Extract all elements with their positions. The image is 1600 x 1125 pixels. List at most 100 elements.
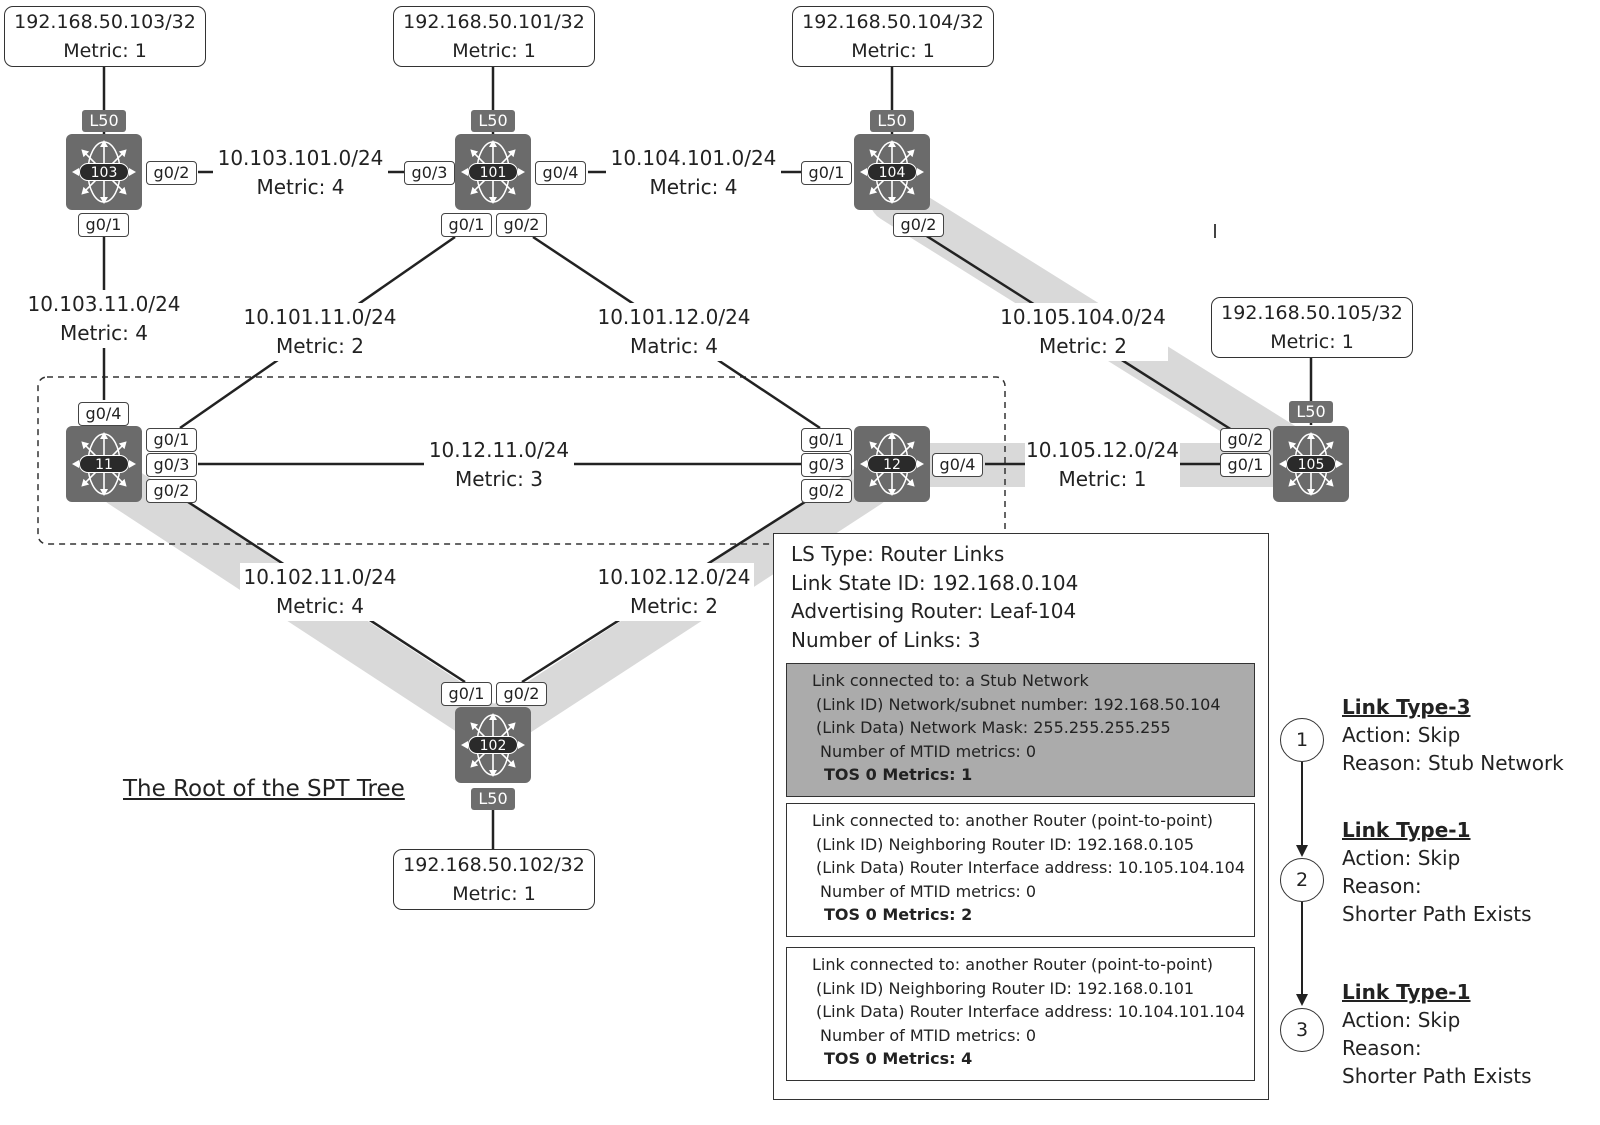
router-101[interactable]: 101 — [455, 134, 531, 210]
step-text-2: Link Type-1 Action: Skip Reason: Shorter… — [1342, 816, 1532, 928]
router-glyph-arrowhead — [906, 149, 915, 158]
link-label-101-11: 10.101.11.0/24 Metric: 2 — [240, 303, 400, 361]
router-id-label: 104 — [867, 163, 917, 181]
router-glyph-arrowhead — [118, 149, 127, 158]
step-line: Reason: — [1342, 1036, 1422, 1060]
router-glyph-arrowhead — [470, 149, 479, 158]
router-glyph-arrowhead — [888, 432, 896, 439]
link-label-104-105: 10.105.104.0/24 Metric: 2 — [998, 303, 1168, 361]
step-line: Reason: — [1342, 874, 1422, 898]
iface-12-g0-1[interactable]: g0/1 — [801, 428, 852, 452]
lsa-advertising-router: Advertising Router: Leaf-104 — [791, 599, 1077, 623]
metric-text: Metric: 2 — [1039, 334, 1127, 358]
router-glyph-arrowhead — [1288, 478, 1297, 487]
router-102[interactable]: 102 — [455, 707, 531, 783]
router-glyph-arrowhead — [81, 478, 90, 487]
network-text: 10.102.12.0/24 — [597, 565, 751, 589]
router-103[interactable]: 103 — [66, 134, 142, 210]
iface-11-g0-3[interactable]: g0/3 — [146, 453, 197, 477]
iface-103-g0-1[interactable]: g0/1 — [78, 213, 129, 237]
router-glyph-arrowhead — [118, 186, 127, 195]
link-label-11-12: 10.12.11.0/24 Metric: 3 — [424, 436, 574, 494]
iface-104-g0-1[interactable]: g0/1 — [801, 161, 852, 185]
loopback-label-104: L50 — [870, 110, 914, 132]
iface-12-g0-4[interactable]: g0/4 — [932, 453, 983, 477]
metric-text: Metric: 4 — [60, 321, 148, 345]
router-glyph-arrowhead — [917, 168, 924, 176]
prefix-metric: Metric: 1 — [452, 40, 536, 62]
router-glyph-arrowhead — [72, 168, 79, 176]
router-glyph-arrowhead — [518, 741, 525, 749]
step-line: Action: Skip — [1342, 723, 1461, 747]
link-id: (Link ID) Network/subnet number: 192.168… — [816, 694, 1221, 714]
iface-12-g0-2[interactable]: g0/2 — [801, 479, 852, 503]
link-label-12-102: 10.102.12.0/24 Metric: 2 — [594, 563, 754, 621]
network-text: 10.12.11.0/24 — [428, 438, 570, 462]
iface-11-g0-4[interactable]: g0/4 — [78, 402, 129, 426]
prefix-metric: Metric: 1 — [1270, 331, 1354, 353]
iface-105-g0-1[interactable]: g0/1 — [1220, 453, 1271, 477]
router-glyph-arrowhead — [1325, 441, 1334, 450]
router-id-label: 103 — [79, 163, 129, 181]
iface-101-g0-4[interactable]: g0/4 — [535, 161, 586, 185]
link-connected: Link connected to: a Stub Network — [812, 671, 1089, 690]
router-glyph-arrowhead — [118, 478, 127, 487]
iface-11-g0-2[interactable]: g0/2 — [146, 479, 197, 503]
prefix-metric: Metric: 1 — [851, 40, 935, 62]
link-label-11-102: 10.102.11.0/24 Metric: 4 — [240, 563, 400, 621]
router-glyph-arrowhead — [470, 759, 479, 768]
iface-101-g0-1[interactable]: g0/1 — [441, 213, 492, 237]
link-label-103-101: 10.103.101.0/24 Metric: 4 — [213, 144, 388, 202]
router-glyph-arrowhead — [1307, 489, 1315, 496]
lsa-link-entry-2: Link connected to: another Router (point… — [786, 803, 1255, 937]
iface-11-g0-1[interactable]: g0/1 — [146, 428, 197, 452]
router-glyph-arrowhead — [507, 759, 516, 768]
link-tos-metric: TOS 0 Metrics: 2 — [824, 905, 973, 924]
router-11[interactable]: 11 — [66, 426, 142, 502]
router-id-label: 12 — [867, 455, 917, 473]
iface-102-g0-2[interactable]: g0/2 — [496, 682, 547, 706]
router-glyph-arrowhead — [118, 441, 127, 450]
iface-101-g0-2[interactable]: g0/2 — [496, 213, 547, 237]
iface-103-g0-2[interactable]: g0/2 — [146, 161, 197, 185]
router-glyph-arrowhead — [489, 713, 497, 720]
prefix-box-102: 192.168.50.102/32 Metric: 1 — [393, 849, 595, 910]
step-text-1: Link Type-3 Action: Skip Reason: Stub Ne… — [1342, 693, 1564, 777]
link-label-101-12: 10.101.12.0/24 Matric: 4 — [594, 303, 754, 361]
step-line: Shorter Path Exists — [1342, 1064, 1532, 1088]
step-circle-1: 1 — [1280, 718, 1324, 762]
network-text: 10.101.12.0/24 — [597, 305, 751, 329]
router-glyph-arrowhead — [507, 149, 516, 158]
metric-text: Metric: 3 — [455, 467, 543, 491]
lsa-number-of-links: Number of Links: 3 — [791, 627, 981, 652]
router-glyph-arrowhead — [470, 186, 479, 195]
router-glyph-arrowhead — [906, 186, 915, 195]
router-glyph-arrowhead — [869, 149, 878, 158]
iface-102-g0-1[interactable]: g0/1 — [441, 682, 492, 706]
iface-101-g0-3[interactable]: g0/3 — [404, 161, 455, 185]
lsa-link-entry-1: Link connected to: a Stub Network (Link … — [786, 663, 1255, 797]
iface-104-g0-2[interactable]: g0/2 — [893, 213, 944, 237]
router-glyph-arrowhead — [81, 186, 90, 195]
router-glyph-arrowhead — [860, 168, 867, 176]
metric-text: Metric: 1 — [1058, 467, 1147, 491]
step-title: Link Type-1 — [1342, 980, 1471, 1004]
loopback-label-103: L50 — [82, 110, 126, 132]
iface-105-g0-2[interactable]: g0/2 — [1220, 428, 1271, 452]
router-glyph-arrowhead — [100, 432, 108, 439]
router-105[interactable]: 105 — [1273, 426, 1349, 502]
router-104[interactable]: 104 — [854, 134, 930, 210]
router-glyph-arrowhead — [518, 168, 525, 176]
network-text: 10.104.101.0/24 — [610, 146, 777, 170]
link-data: (Link Data) Network Mask: 255.255.255.25… — [816, 718, 1171, 737]
metric-text: Metric: 4 — [256, 175, 345, 199]
step-circle-2: 2 — [1280, 858, 1324, 902]
router-12[interactable]: 12 — [854, 426, 930, 502]
metric-text: Matric: 4 — [630, 334, 718, 358]
router-glyph-arrowhead — [81, 441, 90, 450]
iface-12-g0-3[interactable]: g0/3 — [801, 453, 852, 477]
router-arrows-icon — [461, 713, 525, 777]
router-glyph-arrowhead — [888, 489, 896, 496]
router-glyph-arrowhead — [129, 168, 136, 176]
